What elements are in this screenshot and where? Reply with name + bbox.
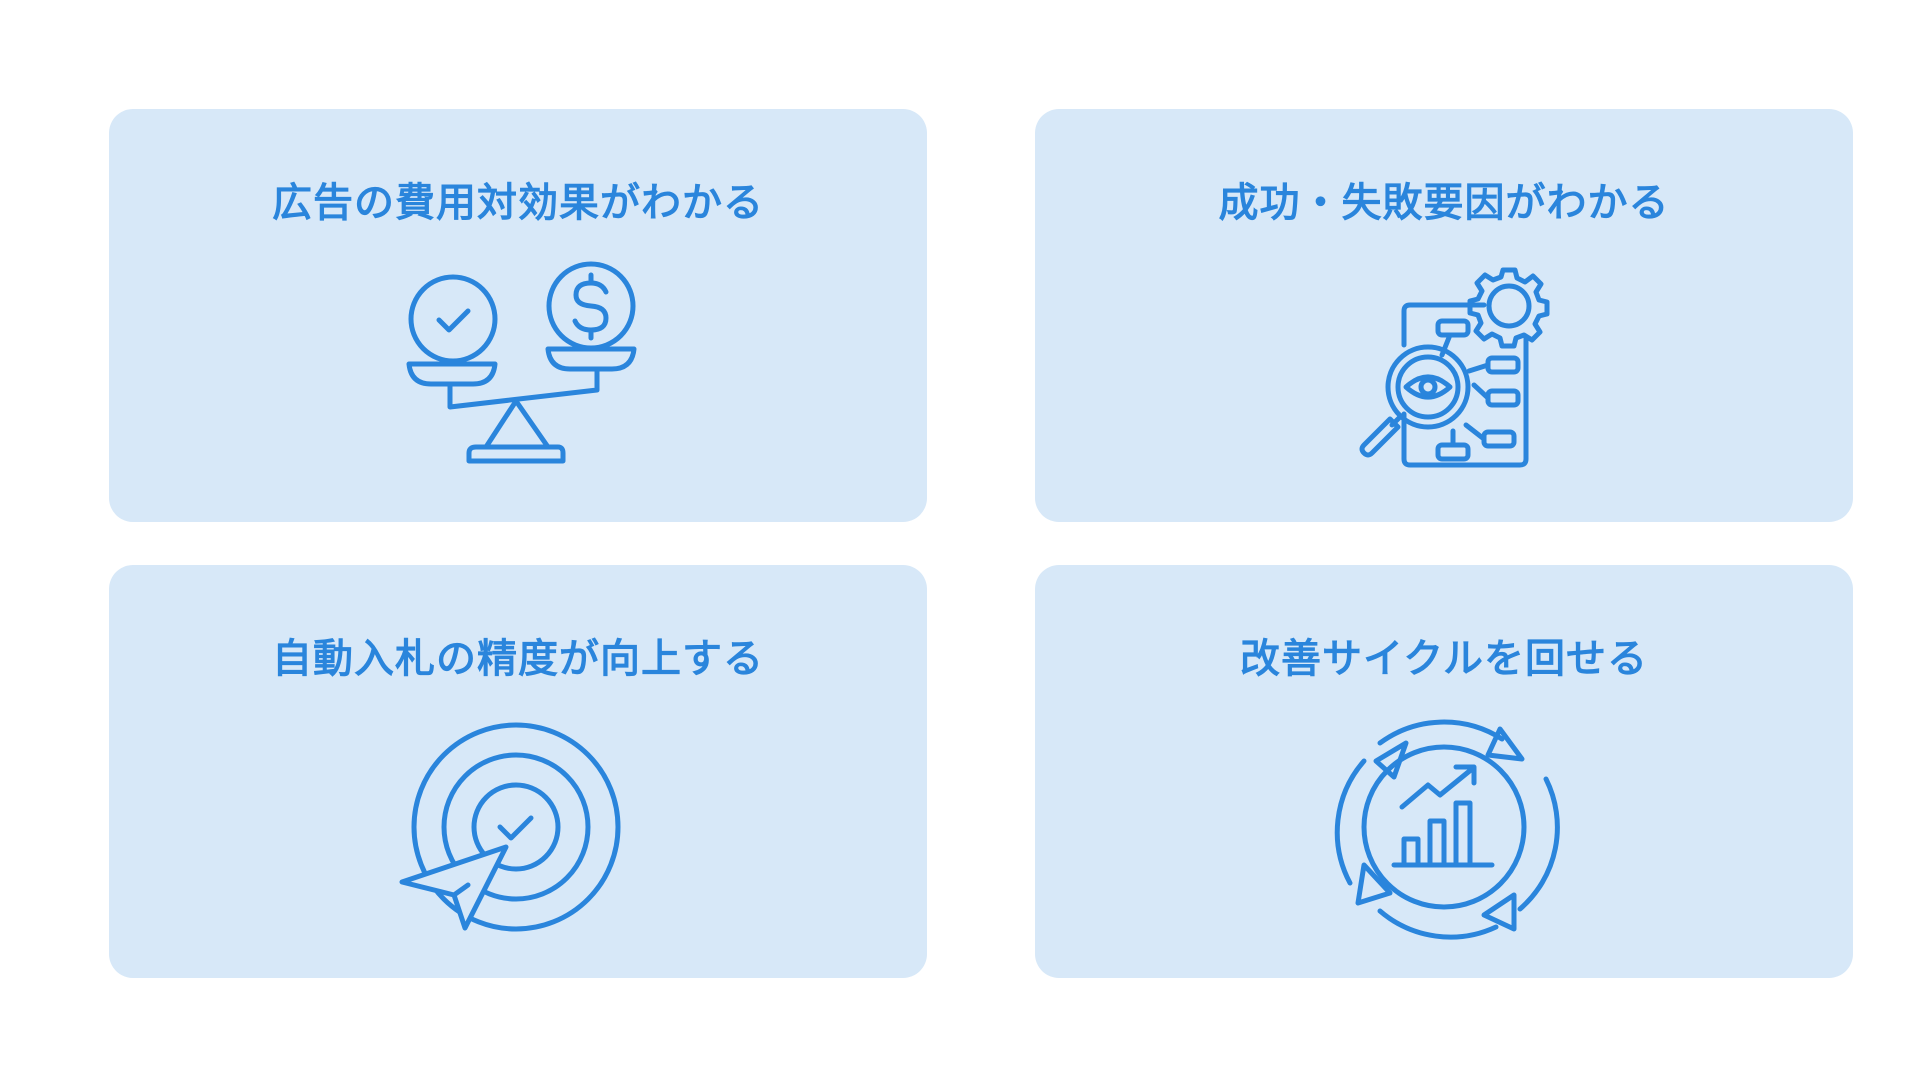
benefit-card-factors: 成功・失敗要因がわかる <box>1035 109 1853 522</box>
balance-scale-icon <box>398 259 638 489</box>
card-title: 広告の費用対効果がわかる <box>272 180 764 226</box>
card-title: 改善サイクルを回せる <box>1240 636 1648 682</box>
growth-cycle-icon <box>1324 715 1564 945</box>
benefit-card-cycle: 改善サイクルを回せる <box>1035 565 1853 978</box>
card-title: 成功・失敗要因がわかる <box>1218 180 1670 226</box>
analysis-magnifier-icon <box>1324 259 1564 489</box>
benefit-card-bidding: 自動入札の精度が向上する <box>109 565 927 978</box>
card-title: 自動入札の精度が向上する <box>272 636 764 682</box>
benefit-card-roi: 広告の費用対効果がわかる <box>109 109 927 522</box>
target-cursor-icon <box>398 715 638 945</box>
